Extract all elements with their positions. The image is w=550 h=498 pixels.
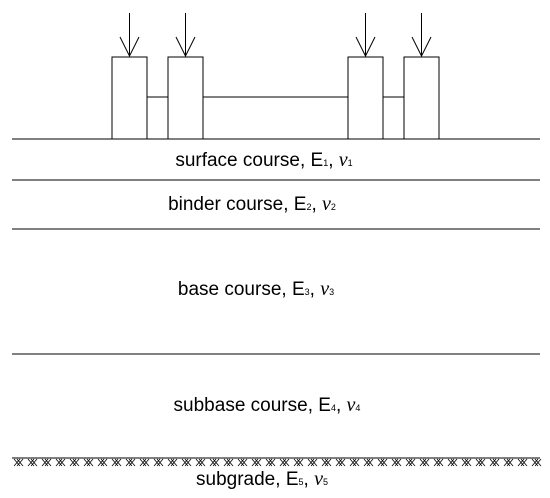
hatch-stroke bbox=[265, 458, 273, 467]
hatch-stroke bbox=[195, 458, 203, 467]
hatch-stroke bbox=[86, 458, 94, 467]
hatch-stroke bbox=[156, 458, 164, 467]
layer-label-base: base course, E3, ν3 bbox=[178, 278, 334, 300]
hatch-stroke bbox=[324, 458, 332, 467]
hatch-stroke bbox=[279, 458, 287, 467]
subgrade-hatching bbox=[13, 458, 542, 467]
hatch-stroke bbox=[97, 458, 105, 467]
tire-3 bbox=[347, 56, 384, 140]
hatch-stroke bbox=[377, 458, 385, 467]
layer-label-surface: surface course, E1, ν1 bbox=[175, 149, 352, 171]
hatch-stroke bbox=[16, 458, 24, 467]
hatch-stroke bbox=[492, 458, 500, 467]
tire-1 bbox=[111, 56, 148, 140]
hatch-stroke bbox=[170, 458, 178, 467]
hatch-stroke bbox=[44, 458, 52, 467]
load-arrow-2 bbox=[175, 13, 196, 58]
hatch-stroke bbox=[209, 458, 217, 467]
tires bbox=[111, 56, 440, 140]
hatch-stroke bbox=[335, 458, 343, 467]
hatch-stroke bbox=[503, 458, 511, 467]
hatch-stroke bbox=[436, 458, 444, 467]
hatch-stroke bbox=[307, 458, 315, 467]
hatch-stroke bbox=[534, 458, 542, 467]
hatch-stroke bbox=[181, 458, 189, 467]
hatch-stroke bbox=[293, 458, 301, 467]
hatch-stroke bbox=[531, 458, 539, 467]
hatch-stroke bbox=[366, 458, 374, 467]
layer-label-subbase: subbase course, E4, ν4 bbox=[174, 394, 361, 416]
hatch-stroke bbox=[408, 458, 416, 467]
hatch-stroke bbox=[349, 458, 357, 467]
hatch-stroke bbox=[100, 458, 108, 467]
hatch-stroke bbox=[475, 458, 483, 467]
hatch-stroke bbox=[478, 458, 486, 467]
hatch-stroke bbox=[520, 458, 528, 467]
hatch-stroke bbox=[419, 458, 427, 467]
hatch-stroke bbox=[237, 458, 245, 467]
tire-2 bbox=[167, 56, 204, 140]
hatch-stroke bbox=[433, 458, 441, 467]
hatch-stroke bbox=[363, 458, 371, 467]
layer-label-subgrade: subgrade, E5, ν5 bbox=[196, 468, 328, 490]
load-arrow-3 bbox=[355, 13, 376, 58]
hatch-stroke bbox=[321, 458, 329, 467]
load-arrow-1 bbox=[119, 13, 140, 58]
hatch-stroke bbox=[506, 458, 514, 467]
hatch-stroke bbox=[296, 458, 304, 467]
hatch-stroke bbox=[391, 458, 399, 467]
hatch-stroke bbox=[461, 458, 469, 467]
hatch-stroke bbox=[450, 458, 458, 467]
hatch-stroke bbox=[405, 458, 413, 467]
hatch-stroke bbox=[464, 458, 472, 467]
hatch-stroke bbox=[72, 458, 80, 467]
hatch-stroke bbox=[394, 458, 402, 467]
hatch-stroke bbox=[212, 458, 220, 467]
hatch-stroke bbox=[352, 458, 360, 467]
hatch-stroke bbox=[114, 458, 122, 467]
hatch-stroke bbox=[69, 458, 77, 467]
hatch-stroke bbox=[184, 458, 192, 467]
hatch-stroke bbox=[167, 458, 175, 467]
hatch-stroke bbox=[27, 458, 35, 467]
hatch-stroke bbox=[422, 458, 430, 467]
hatch-stroke bbox=[198, 458, 206, 467]
hatch-stroke bbox=[489, 458, 497, 467]
hatch-stroke bbox=[111, 458, 119, 467]
hatch-stroke bbox=[268, 458, 276, 467]
hatch-stroke bbox=[380, 458, 388, 467]
hatch-stroke bbox=[125, 458, 133, 467]
hatch-stroke bbox=[310, 458, 318, 467]
hatch-stroke bbox=[254, 458, 262, 467]
hatch-stroke bbox=[282, 458, 290, 467]
hatch-stroke bbox=[41, 458, 49, 467]
hatch-stroke bbox=[83, 458, 91, 467]
hatch-stroke bbox=[251, 458, 259, 467]
hatch-stroke bbox=[517, 458, 525, 467]
hatch-stroke bbox=[30, 458, 38, 467]
hatch-stroke bbox=[153, 458, 161, 467]
hatch-stroke bbox=[338, 458, 346, 467]
hatch-stroke bbox=[223, 458, 231, 467]
hatch-stroke bbox=[142, 458, 150, 467]
hatch-stroke bbox=[139, 458, 147, 467]
hatch-stroke bbox=[447, 458, 455, 467]
layer-boundaries bbox=[12, 138, 540, 459]
layer-label-binder: binder course, E2, ν2 bbox=[168, 193, 336, 215]
hatch-stroke bbox=[55, 458, 63, 467]
hatch-stroke bbox=[13, 458, 21, 467]
load-arrows bbox=[119, 13, 432, 58]
hatch-stroke bbox=[128, 458, 136, 467]
hatch-stroke bbox=[58, 458, 66, 467]
tire-4 bbox=[403, 56, 440, 140]
hatch-stroke bbox=[226, 458, 234, 467]
hatch-stroke bbox=[240, 458, 248, 467]
load-arrow-4 bbox=[411, 13, 432, 58]
